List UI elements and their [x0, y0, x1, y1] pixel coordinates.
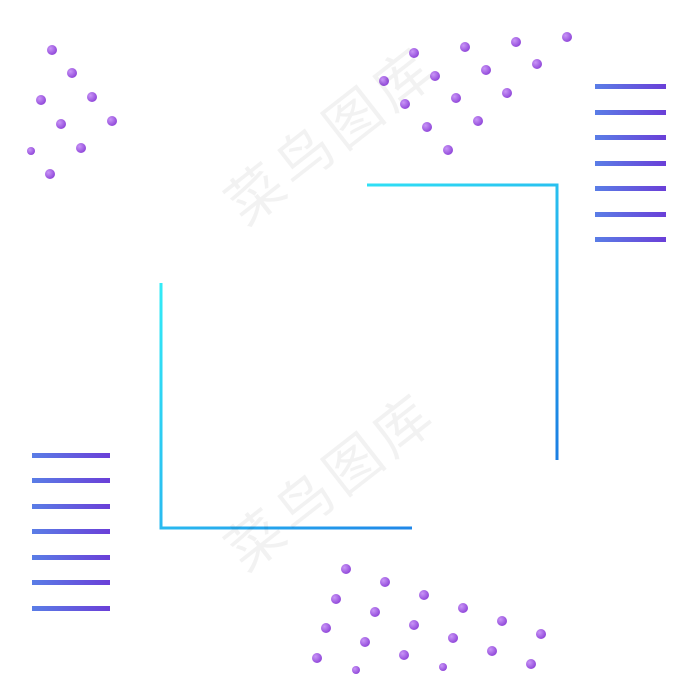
dot-cluster-top-right: [379, 32, 572, 155]
stripe-stack-right: [595, 84, 666, 242]
dot-cluster-bottom: [312, 564, 546, 674]
frame-corner-top-right: [367, 183, 559, 460]
frame-corner-bottom-left: [159, 283, 412, 530]
dot-cluster-top-left: [27, 45, 117, 179]
stripe-stack-left: [32, 453, 110, 611]
